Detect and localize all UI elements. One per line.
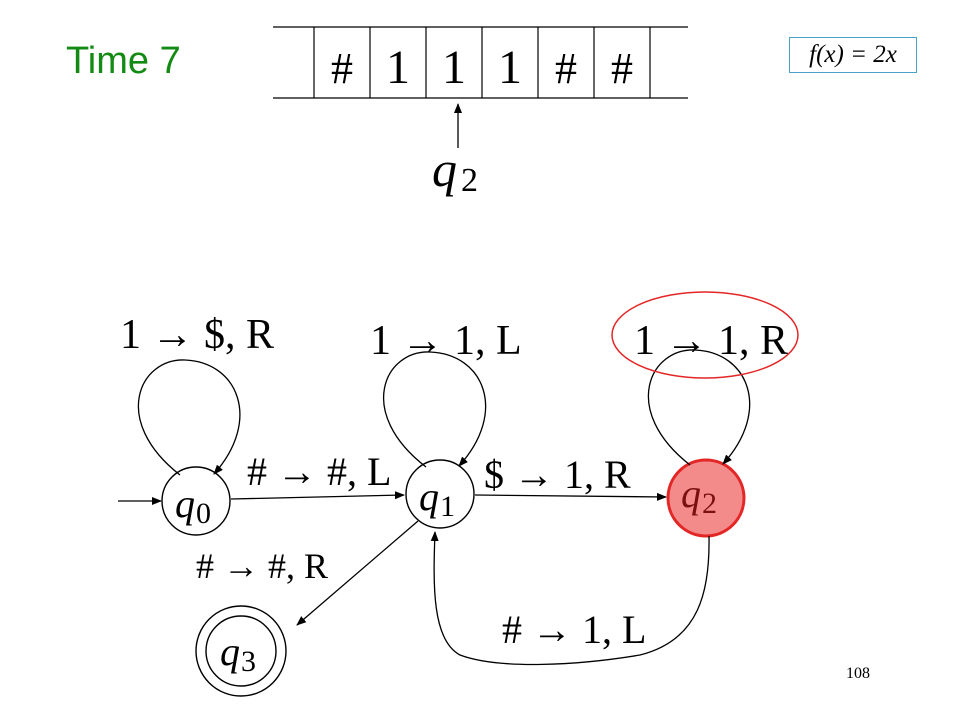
- formula-box: f(x) = 2x: [789, 37, 917, 73]
- tape-cell-3: 1: [442, 41, 466, 94]
- state-q3-label: q3: [220, 629, 256, 678]
- edge-q1-q2: [474, 492, 667, 501]
- edge-q1-q3: [296, 520, 419, 626]
- edge-q2-q1: [430, 531, 710, 666]
- label-q0-q1: # → #, L: [247, 449, 391, 494]
- label-q2-q1: # → 1, L: [502, 607, 646, 652]
- state-q2-label: q2: [681, 471, 717, 520]
- page-number: 108: [846, 665, 870, 682]
- state-q0-label: q0: [175, 481, 211, 530]
- tape-cell-4: 1: [498, 41, 522, 94]
- tape-cell-2: 1: [386, 41, 410, 94]
- loop-q2-arrow: [647, 349, 751, 466]
- state-q3: q3: [195, 605, 287, 697]
- label-q1-q2: $ → 1, R: [484, 452, 631, 497]
- tape-cell-6: #: [611, 44, 633, 93]
- active-transition-highlight: [611, 291, 799, 379]
- state-q2: q2: [666, 458, 746, 538]
- loop-q1-arrow: [383, 351, 487, 468]
- state-q0-circle: [161, 466, 231, 536]
- tape-cell-1: #: [331, 44, 353, 93]
- label-q1-q3: # → #, R: [196, 546, 328, 586]
- label-q2-loop: 1 → 1, R: [634, 318, 788, 364]
- slide-title: Time 7: [66, 40, 181, 82]
- tape-cell-5: #: [555, 44, 577, 93]
- tape: # 1 1 1 # #: [273, 26, 688, 99]
- label-q0-loop: 1 → $, R: [120, 312, 274, 358]
- state-q1-circle: [405, 459, 475, 529]
- state-q1: q1: [405, 459, 475, 529]
- edge-q0-q1: [230, 491, 405, 500]
- state-q2-circle: [666, 458, 746, 538]
- state-q1-label: q1: [419, 474, 455, 523]
- label-q1-loop: 1 → 1, L: [370, 318, 522, 364]
- state-q0: q0: [161, 466, 231, 536]
- head-state-letter: q: [432, 141, 457, 197]
- head-state-subscript: 2: [461, 162, 478, 199]
- state-q3-inner-circle: [205, 615, 277, 687]
- loop-q0-arrow: [137, 359, 241, 476]
